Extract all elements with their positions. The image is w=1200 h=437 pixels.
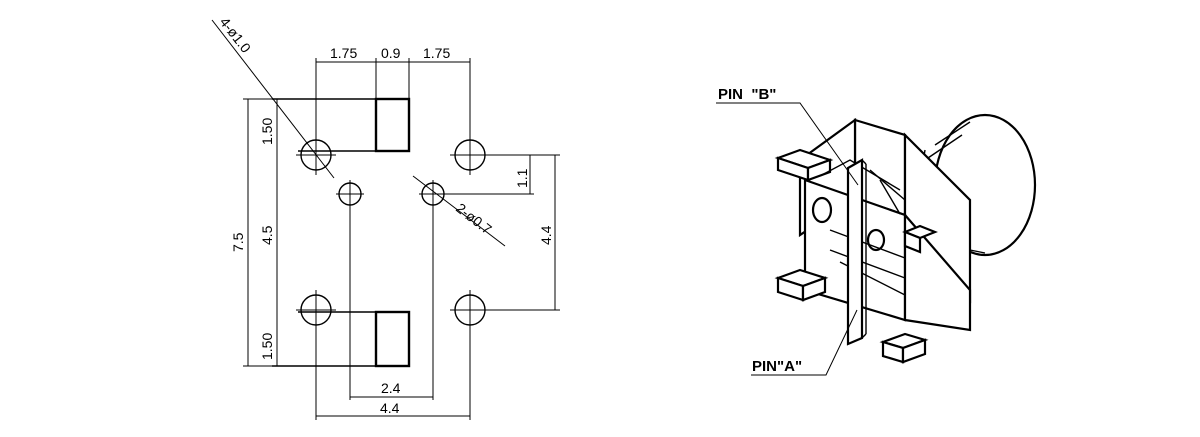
pin-b-label: PIN "B" (718, 86, 776, 103)
component-isometric-view: PIN "B" PIN"A" (716, 86, 1037, 376)
pin-a-label: PIN"A" (752, 358, 802, 375)
pin-blade (846, 158, 867, 346)
dim-left-center-spacing: 4.5 (259, 225, 275, 245)
dim-overall-height: 7.5 (230, 232, 246, 252)
dim-top-left-pitch: 1.75 (330, 45, 357, 61)
dim-right-offset: 1.1 (514, 168, 530, 188)
mounting-hole (296, 290, 336, 330)
pin-a-leader (751, 309, 858, 376)
dim-bottom-hole-spacing: 4.4 (380, 400, 400, 416)
top-pad (374, 97, 411, 153)
bottom-pad (374, 310, 411, 368)
dim-right-hole-spacing: 4.4 (538, 225, 554, 245)
pin-hole (419, 180, 447, 208)
dim-left-top-pad-height: 1.50 (259, 118, 275, 145)
dim-left-bottom-pad-height: 1.50 (259, 333, 275, 360)
pin-hole (336, 180, 364, 208)
dim-top-center-width: 0.9 (381, 45, 401, 61)
dim-bottom-pin-spacing: 2.4 (381, 380, 401, 396)
pcb-footprint: 1.75 0.9 1.75 1.50 4.5 1.50 7.5 1.1 4.4 … (211, 14, 560, 420)
dim-top-right-pitch: 1.75 (423, 45, 450, 61)
pin-b-leader (716, 102, 859, 186)
pin-hole-callout: 2-ø0.7 (453, 200, 495, 238)
